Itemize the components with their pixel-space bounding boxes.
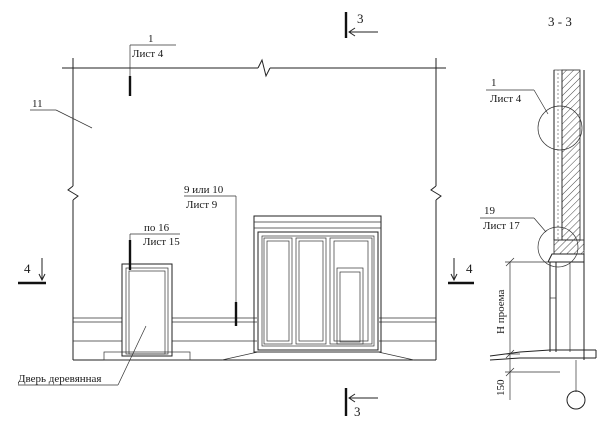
dim-opening-height: Н проема <box>495 290 507 334</box>
dim-150: 150 <box>495 379 507 396</box>
wall-section <box>489 69 597 410</box>
callout-door-sheet: Лист 15 <box>143 236 180 248</box>
callout1-number: 1 <box>148 33 154 45</box>
callout-sheet-4: 1 Лист 4 <box>129 33 176 76</box>
callout-window-number: 9 или 10 <box>184 184 224 196</box>
wall-elevation <box>62 58 446 361</box>
detail-circle-1 <box>537 105 583 151</box>
section-left-label: 4 <box>24 261 31 276</box>
section-mark-top: 3 <box>344 11 378 38</box>
callout-window: 9 или 10 Лист 9 <box>184 184 237 302</box>
section-callout-sheet-4: 1 Лист 4 <box>486 77 549 115</box>
wooden-door <box>103 263 191 361</box>
wall-ref-number: 11 <box>32 98 43 110</box>
section-callout1-sheet: Лист 4 <box>490 93 522 105</box>
section-bottom-label: 3 <box>354 404 361 419</box>
section-callout2-number: 19 <box>484 205 496 217</box>
section-mark-right: 4 <box>448 258 474 285</box>
section-top-label: 3 <box>357 11 364 26</box>
callout-door-number: по 16 <box>144 222 170 234</box>
detail-circle-19 <box>537 226 579 268</box>
section-mark-left: 4 <box>18 258 46 285</box>
section-title: 3 - 3 <box>548 14 572 29</box>
section-callout-sheet-17: 19 Лист 17 <box>480 205 547 233</box>
callout-wall-11: 11 <box>30 98 93 129</box>
section-mark-bottom: 3 <box>344 388 378 419</box>
callout-window-sheet: Лист 9 <box>186 199 218 211</box>
door-caption: Дверь деревянная <box>18 373 101 385</box>
dimension-chain: Н проема 150 <box>495 257 560 400</box>
section-callout1-number: 1 <box>491 77 497 89</box>
callout-door: по 16 Лист 15 <box>129 222 180 248</box>
window-unit <box>221 215 415 361</box>
section-callout2-sheet: Лист 17 <box>483 220 520 232</box>
callout1-sheet: Лист 4 <box>132 48 164 60</box>
section-right-label: 4 <box>466 261 473 276</box>
door-caption-group: Дверь деревянная <box>18 325 147 386</box>
